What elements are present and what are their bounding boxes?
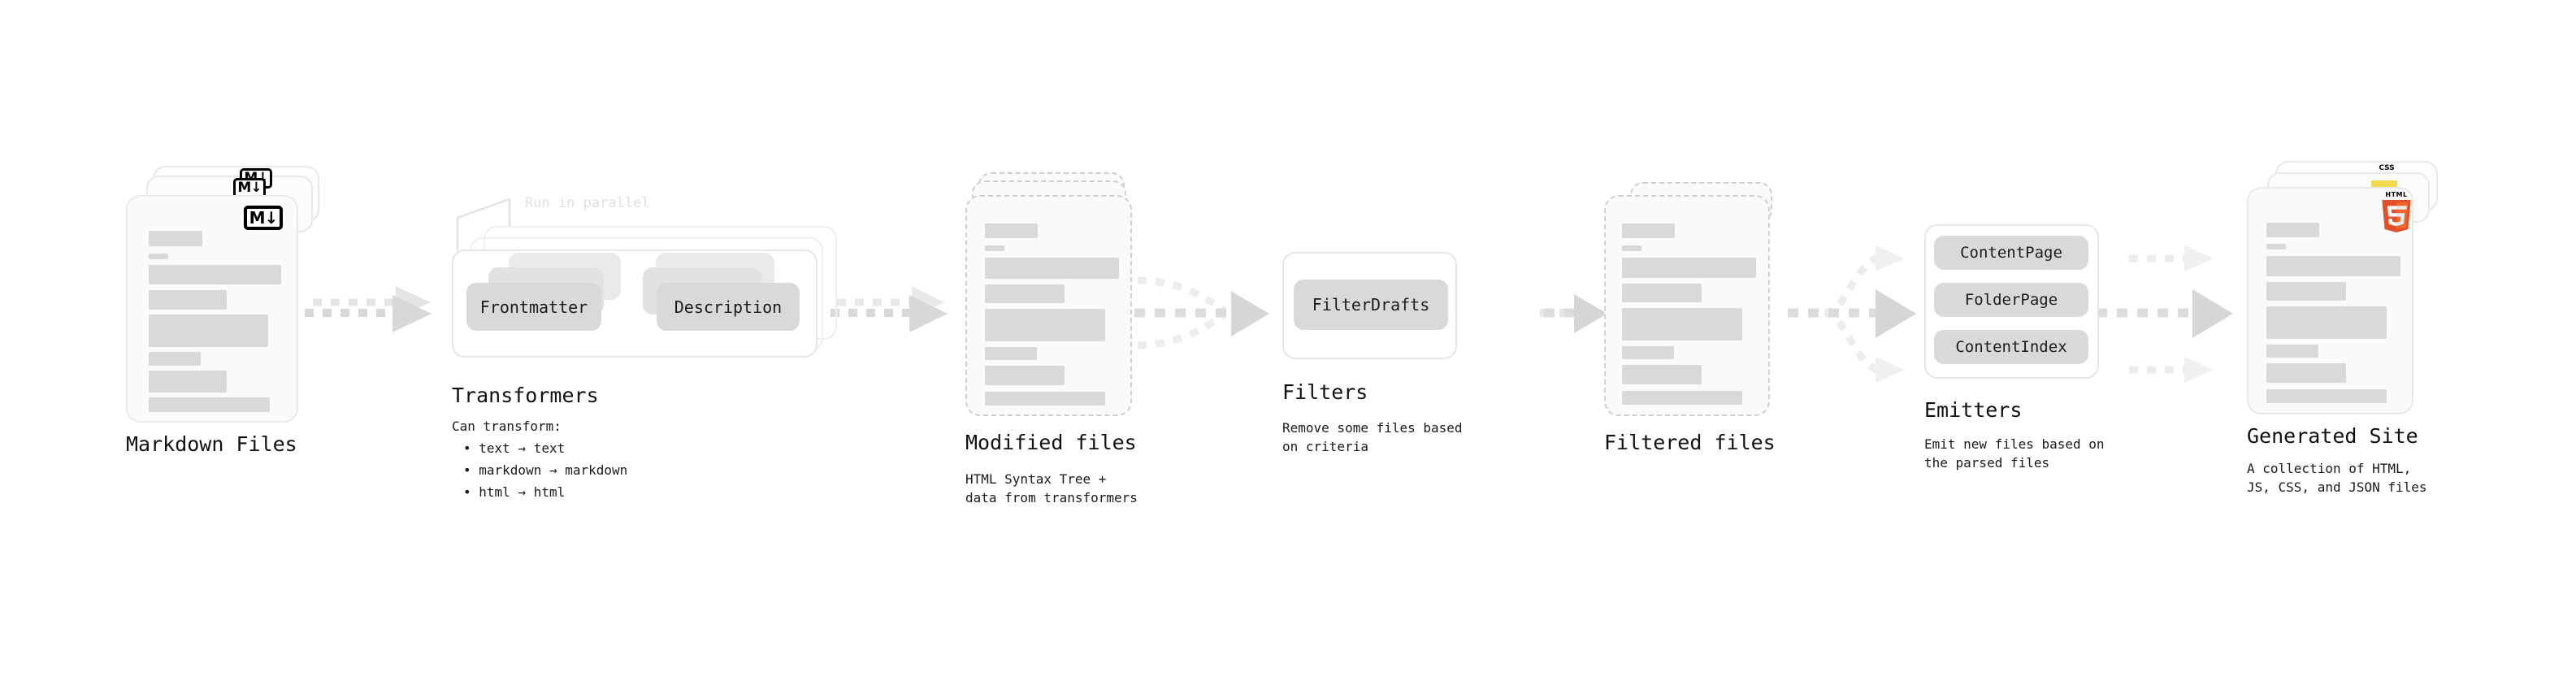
content-bar xyxy=(985,258,1119,279)
content-bar xyxy=(2266,345,2318,358)
html5-shield-icon xyxy=(2382,200,2411,232)
run-in-parallel-label: Run in parallel xyxy=(525,195,650,211)
content-bar xyxy=(2266,363,2346,383)
html5-icon: HTML xyxy=(2380,192,2413,237)
content-bar xyxy=(149,254,168,259)
content-bar xyxy=(1622,258,1756,278)
content-bar xyxy=(985,284,1065,303)
arrow-filtered-to-emitters xyxy=(1788,245,1916,383)
stage-title-modified-files: Modified files xyxy=(965,431,1137,454)
markdown-icon: M↓ xyxy=(244,206,283,230)
content-bar xyxy=(2266,306,2387,339)
arrow-filters-to-filtered xyxy=(1540,294,1607,333)
transformer-node-description[interactable]: Description xyxy=(657,283,800,331)
content-bar xyxy=(149,231,202,246)
transformer-node-frontmatter[interactable]: Frontmatter xyxy=(466,283,601,331)
content-bar xyxy=(985,309,1105,341)
content-bar xyxy=(985,392,1105,406)
modified-files-subtitle: HTML Syntax Tree + data from transformer… xyxy=(965,471,1138,506)
arrow-transformers-to-modified xyxy=(830,286,948,332)
site-card-front xyxy=(2247,187,2413,414)
content-bar xyxy=(1622,346,1674,359)
content-bar xyxy=(149,290,227,310)
markdown-card-front xyxy=(126,195,298,423)
transformers-subtitle: Can transform: xyxy=(452,419,562,434)
content-bar xyxy=(1622,245,1641,251)
content-bar xyxy=(149,371,227,393)
transformers-bullet-1: • markdown → markdown xyxy=(463,462,628,478)
content-bar xyxy=(985,366,1065,385)
content-bar xyxy=(2266,389,2387,403)
stage-title-emitters: Emitters xyxy=(1924,398,2023,422)
content-bar xyxy=(985,223,1038,238)
content-bar xyxy=(2266,282,2346,301)
emitter-node-contentpage[interactable]: ContentPage xyxy=(1934,236,2088,270)
stage-title-filtered-files: Filtered files xyxy=(1604,431,1776,454)
content-bar xyxy=(149,314,268,347)
emitters-subtitle: Emit new files based on the parsed files xyxy=(1924,436,2105,471)
content-bar xyxy=(1622,223,1675,238)
filtered-card-front xyxy=(1604,195,1770,416)
content-bar xyxy=(2266,256,2400,276)
stage-title-generated-site: Generated Site xyxy=(2247,424,2418,448)
transformers-bullet-0: • text → text xyxy=(463,440,566,456)
arrow-emitters-to-site xyxy=(2097,245,2233,383)
transformers-bullet-2: • html → html xyxy=(463,484,566,500)
arrow-markdown-to-transformers xyxy=(305,286,432,332)
filter-node-filterdrafts[interactable]: FilterDrafts xyxy=(1294,280,1448,330)
content-bar xyxy=(149,265,281,284)
content-bar xyxy=(2266,244,2286,249)
generated-site-subtitle: A collection of HTML, JS, CSS, and JSON … xyxy=(2247,461,2427,496)
emitter-node-folderpage[interactable]: FolderPage xyxy=(1934,283,2088,317)
content-bar xyxy=(1622,391,1742,405)
content-bar xyxy=(1622,365,1702,384)
content-bar xyxy=(1622,308,1742,340)
stage-title-markdown-files: Markdown Files xyxy=(126,432,297,456)
emitter-node-contentindex[interactable]: ContentIndex xyxy=(1934,330,2088,364)
stage-title-transformers: Transformers xyxy=(452,384,599,407)
stage-title-filters: Filters xyxy=(1282,380,1368,404)
content-bar xyxy=(149,397,270,412)
content-bar xyxy=(985,347,1037,360)
modified-card-front xyxy=(965,195,1132,416)
arrow-modified-to-filters xyxy=(1134,276,1269,349)
content-bar xyxy=(149,352,201,366)
content-bar xyxy=(1622,284,1702,302)
content-bar xyxy=(2266,223,2319,237)
content-bar xyxy=(985,245,1004,251)
filters-subtitle: Remove some files based on criteria xyxy=(1282,420,1463,455)
